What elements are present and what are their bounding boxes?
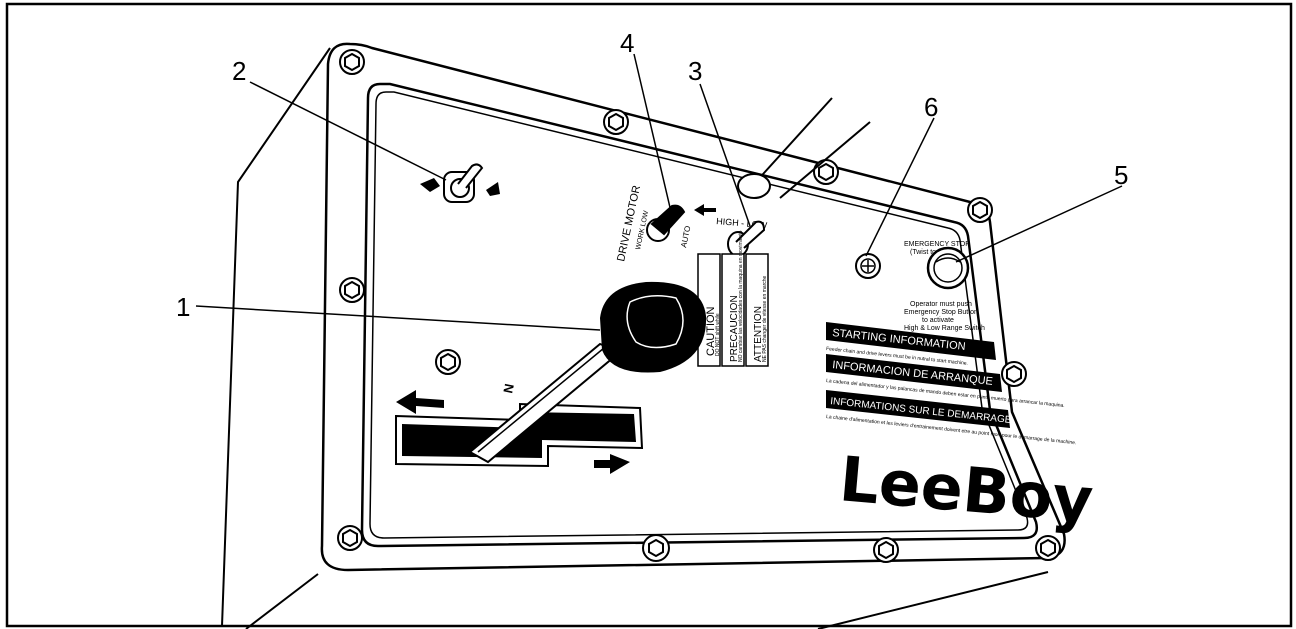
- operator-note-line4: High & Low Range Switch: [904, 325, 985, 332]
- feeder-toggle-switch: [420, 163, 500, 203]
- rabbit-icon: [486, 182, 500, 196]
- bolt-icon: [1001, 361, 1027, 387]
- callout-leaders: [195, 53, 1123, 331]
- operator-note-line3: to activate: [922, 317, 954, 324]
- bolt-icon: [339, 49, 365, 75]
- callout-5: 5: [1114, 160, 1128, 190]
- operator-note-line2: Emergency Stop Button: [904, 309, 978, 316]
- bolt-icon: [339, 277, 365, 303]
- arrow-right-icon: [594, 454, 630, 474]
- bolt-icon: [435, 349, 461, 375]
- auto-label: AUTO: [679, 225, 692, 248]
- bolt-icon: [337, 525, 363, 551]
- callout-3: 3: [688, 56, 702, 86]
- attention-heading: ATTENTION: [753, 306, 764, 362]
- precaucion-heading: PRECAUCION: [729, 295, 740, 362]
- attention-text: NE PAS changer de vitesse en marche: [762, 275, 768, 362]
- cable-hose: [737, 97, 871, 199]
- figure-frame: [5, 2, 1293, 628]
- callout-2: 2: [232, 56, 246, 86]
- turtle-icon: [420, 178, 440, 192]
- caution-text: DO NOT shift while: [715, 313, 721, 356]
- emergency-stop-label: EMERGENCY STOP: [904, 241, 970, 248]
- bolt-icon: [603, 109, 629, 135]
- indicator-light: [855, 253, 881, 279]
- bolt-icon: [967, 197, 993, 223]
- drive-lever: [468, 281, 707, 464]
- bolt-icon: [873, 537, 899, 563]
- arrow-left-icon: [694, 204, 716, 216]
- machine-body: [221, 47, 1049, 629]
- operator-note-line1: Operator must push: [910, 301, 972, 308]
- emergency-stop-button: EMERGENCY STOP (Twist to Operator must p…: [904, 241, 985, 332]
- bolt-icon: [813, 159, 839, 185]
- precaucion-text: NO cambiar las velocidades con la maquin…: [738, 230, 744, 362]
- caution-labels: CAUTION DO NOT shift while PRECAUCION NO…: [697, 230, 769, 367]
- caution-heading: CAUTION: [705, 306, 717, 356]
- callout-4: 4: [620, 28, 634, 58]
- callout-1: 1: [176, 292, 190, 322]
- bolt-icon: [642, 534, 670, 562]
- panel-bolts: [337, 49, 1061, 563]
- twist-to-label: (Twist to: [910, 249, 936, 256]
- neutral-label: N: [500, 382, 517, 394]
- arrow-left-icon: [396, 390, 444, 414]
- bolt-icon: [1035, 535, 1061, 561]
- callout-6: 6: [924, 92, 938, 122]
